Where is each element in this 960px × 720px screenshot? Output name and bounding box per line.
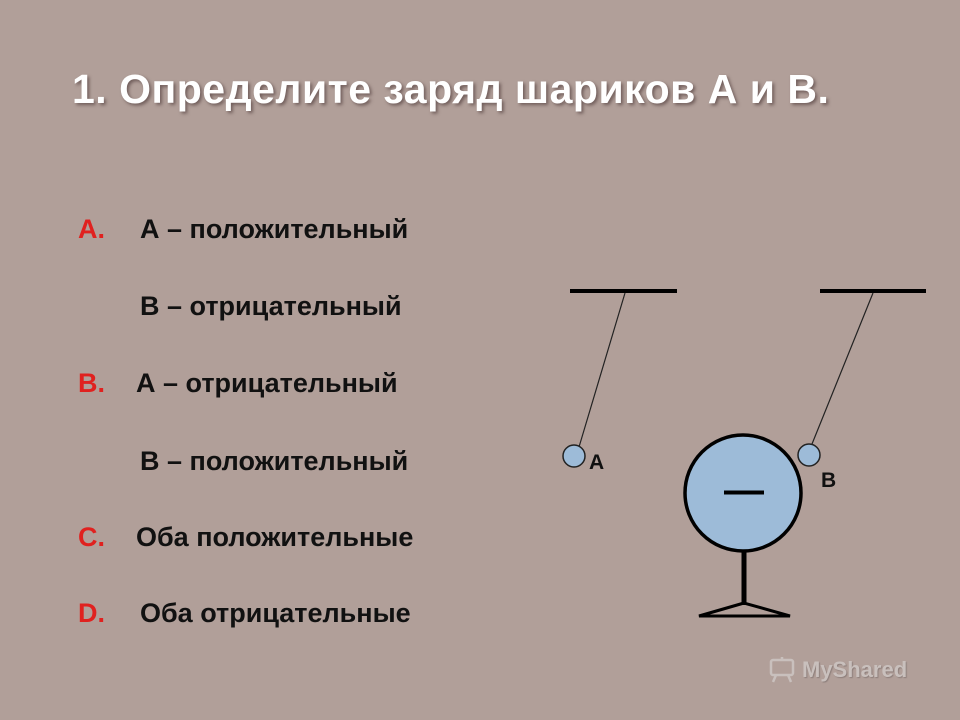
presentation-icon bbox=[769, 657, 795, 683]
electroscope-base bbox=[698, 601, 791, 618]
ball-b bbox=[797, 443, 821, 467]
slide-title: 1. Определите заряд шариков А и В. bbox=[72, 66, 830, 112]
ball-a-label: А bbox=[589, 451, 605, 474]
negative-sign: — bbox=[724, 468, 764, 512]
option-c-letter: C. bbox=[78, 522, 105, 552]
option-a-letter: A. bbox=[78, 214, 105, 244]
ball-b-label: В bbox=[821, 469, 837, 492]
option-b-letter: B. bbox=[78, 368, 105, 398]
option-c-text: Оба положительные bbox=[136, 522, 414, 552]
option-d-letter: D. bbox=[78, 598, 105, 628]
thread-b bbox=[811, 292, 874, 445]
option-b-line1: А – отрицательный bbox=[136, 368, 398, 398]
watermark-text: MyShared bbox=[802, 657, 908, 682]
thread-a bbox=[578, 292, 626, 448]
option-a-line1: А – положительный bbox=[140, 214, 409, 244]
option-b-line2: В – положительный bbox=[140, 446, 409, 476]
watermark: MyShared bbox=[768, 656, 907, 684]
option-d-text: Оба отрицательные bbox=[140, 598, 411, 628]
option-a-line2: В – отрицательный bbox=[140, 291, 402, 321]
ball-a bbox=[562, 444, 586, 468]
